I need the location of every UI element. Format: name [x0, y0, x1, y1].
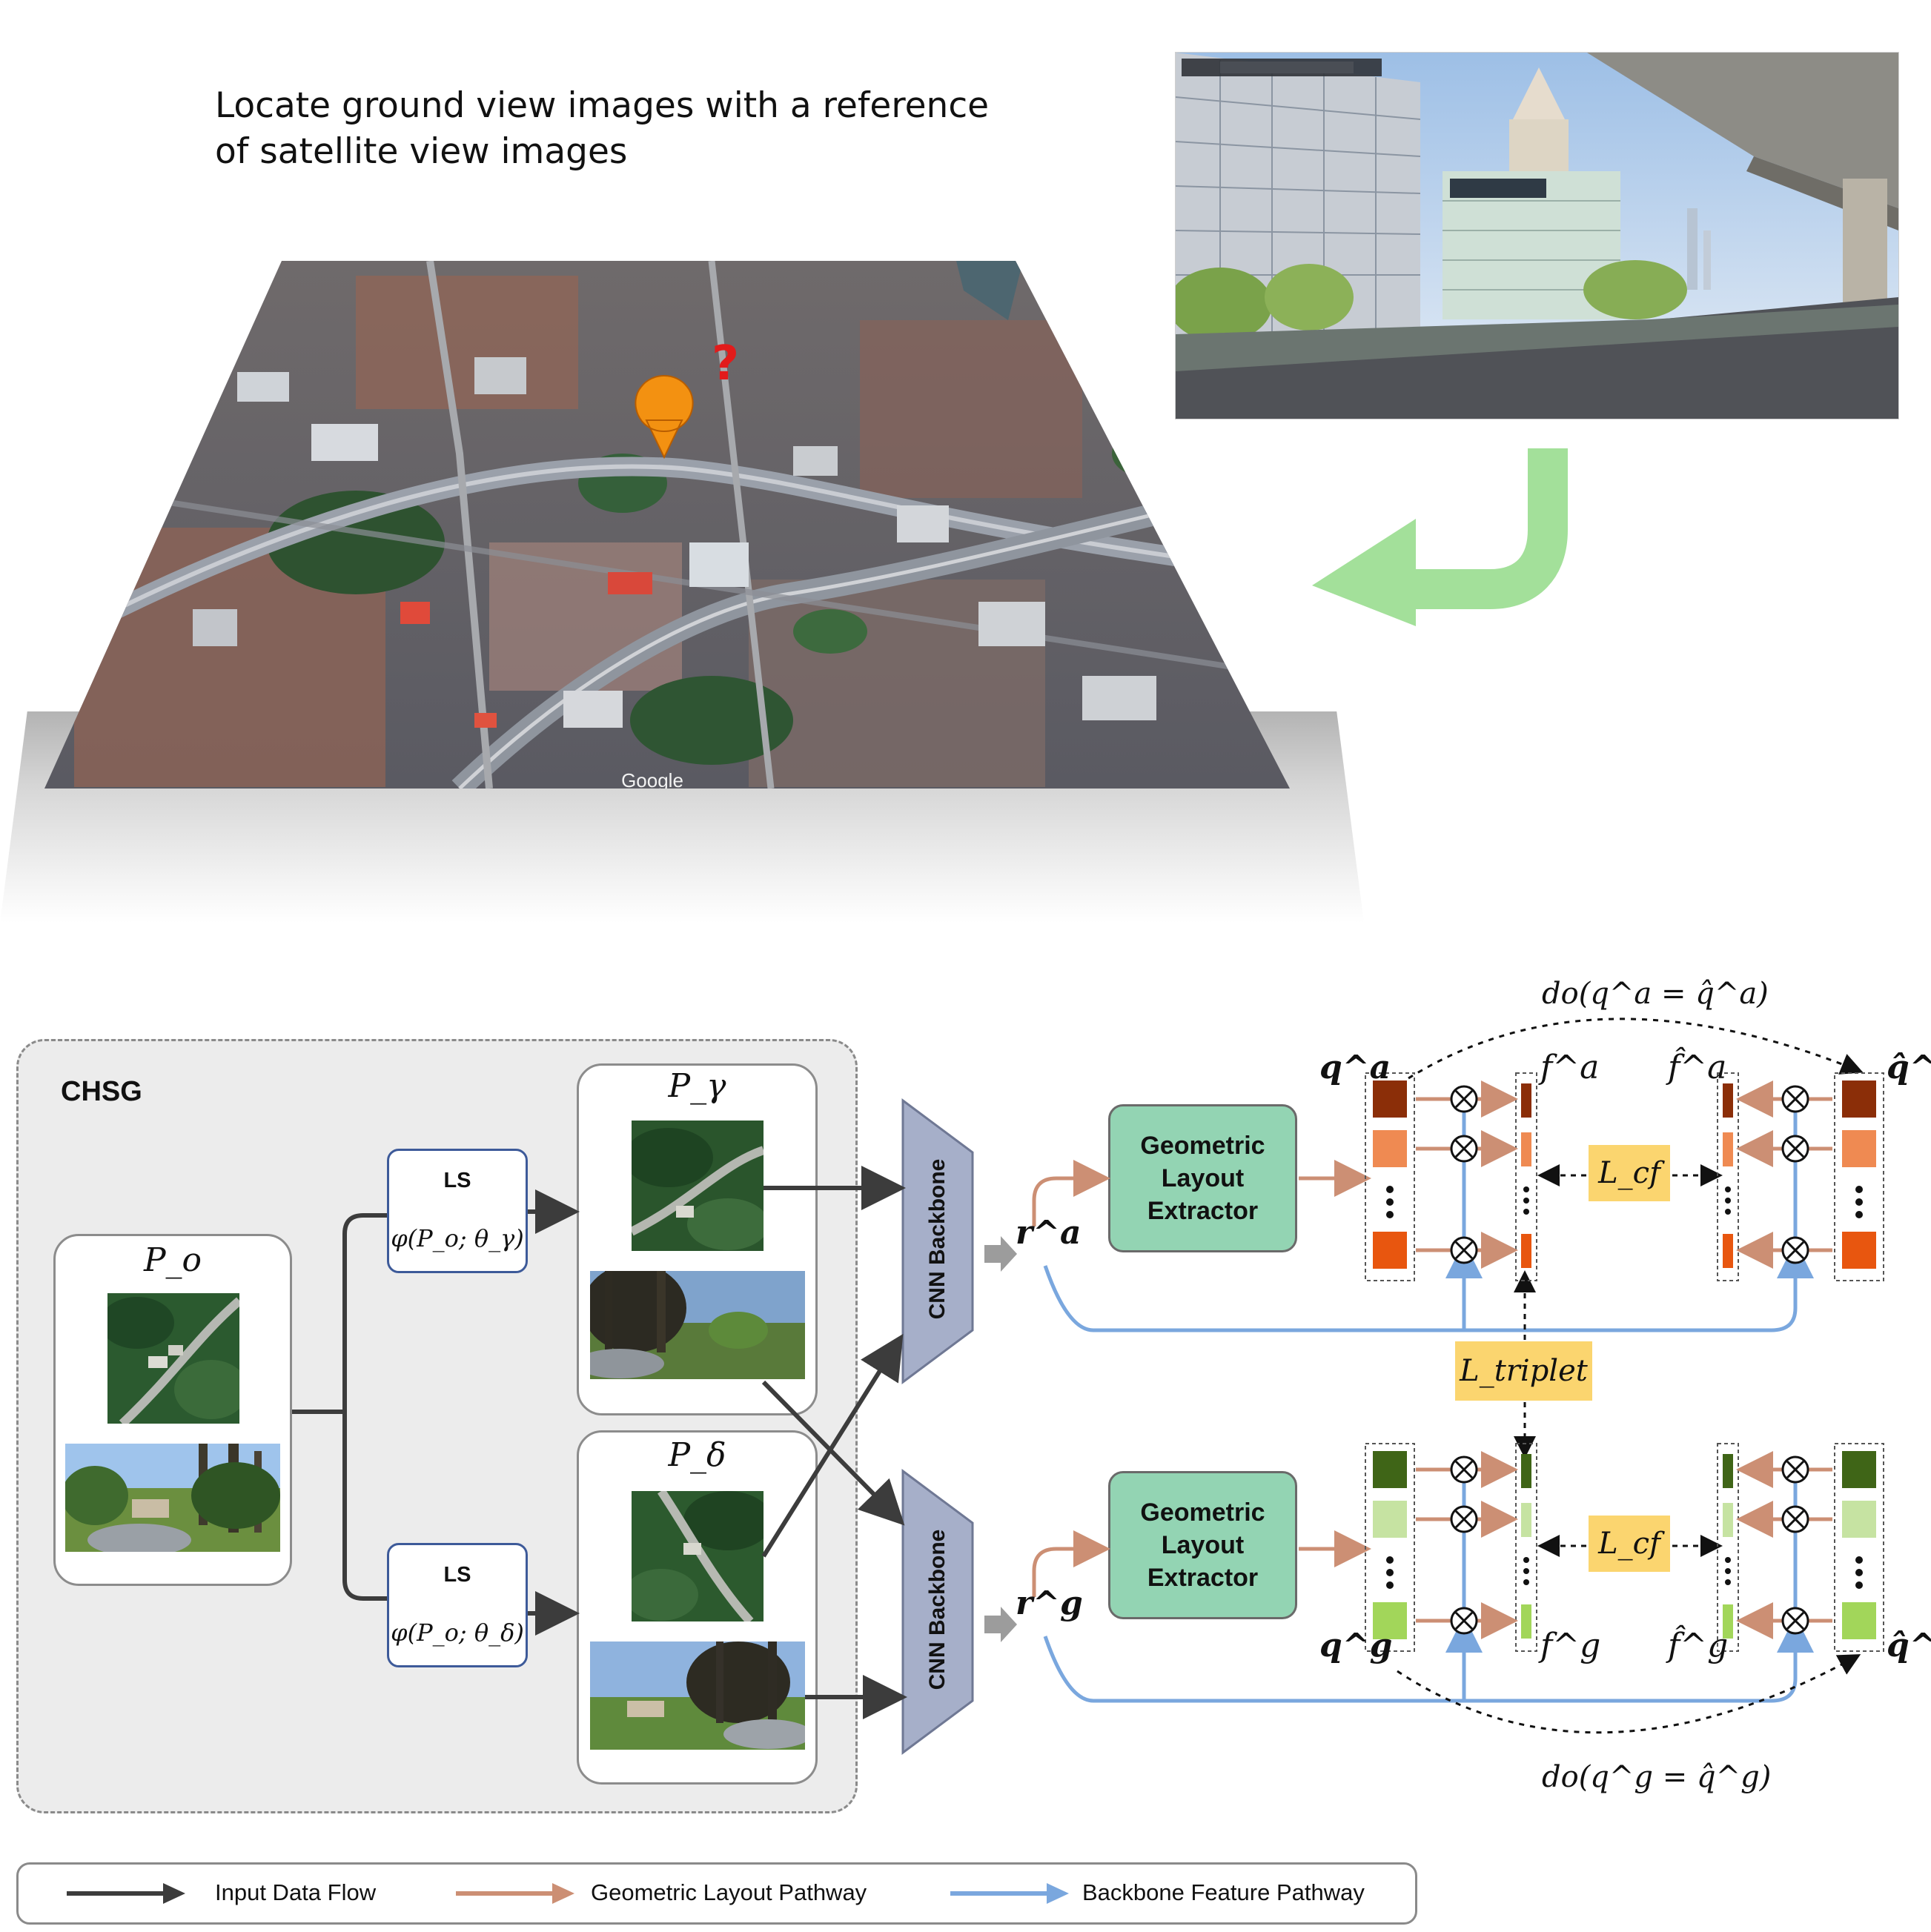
- f-a-label: f^a: [1540, 1049, 1600, 1086]
- source-aerial-thumbnail: [107, 1293, 239, 1424]
- legend-backbone-arrow: [950, 1883, 1069, 1904]
- loss-triplet: L_triplet: [1455, 1341, 1592, 1401]
- legend-input-label: Input Data Flow: [215, 1879, 377, 1905]
- location-pin-icon: [635, 375, 694, 459]
- map-watermark: Google: [621, 769, 683, 789]
- legend-geometric-arrow: [456, 1883, 574, 1904]
- legend: [16, 1862, 1417, 1925]
- question-mark: ?: [712, 336, 739, 391]
- do-top-label: do(q^a = q̂^a): [1542, 977, 1769, 1011]
- satellite-map: ? Google: [44, 261, 1290, 789]
- cnn-backbone-bottom: [901, 1469, 974, 1755]
- legend-backbone-label: Backbone Feature Pathway: [1082, 1879, 1365, 1905]
- fhat-g-label: f̂^g: [1668, 1627, 1729, 1664]
- delta-aerial-thumbnail: [632, 1491, 764, 1621]
- ls-top-title: LS: [443, 1169, 471, 1192]
- loss-cf-bottom: L_cf: [1589, 1516, 1670, 1572]
- ground-feature-columns: [1365, 1443, 1884, 1652]
- legend-input-arrow: [67, 1883, 185, 1904]
- ls-top-formula: φ(P_o; θ_γ): [391, 1224, 524, 1252]
- ls-box-bottom: LS φ(P_o; θ_δ): [387, 1543, 528, 1667]
- q-g-label: q^g: [1319, 1627, 1393, 1664]
- source-ground-thumbnail: [65, 1444, 280, 1552]
- delta-ground-thumbnail: [590, 1641, 805, 1750]
- cnn-backbone-top: [901, 1098, 974, 1384]
- caption: Locate ground view images with a referen…: [215, 85, 990, 172]
- geometric-layout-extractor-bottom: Geometric Layout Extractor: [1108, 1471, 1297, 1619]
- panel-gamma-title: P_γ: [668, 1067, 726, 1105]
- f-g-label: f^g: [1540, 1627, 1601, 1664]
- street-view-photo: [1175, 52, 1899, 419]
- panel-delta-title: P_δ: [668, 1436, 726, 1474]
- big-green-arrow-icon: [1312, 448, 1568, 626]
- qhat-g-label: q̂^g: [1887, 1627, 1931, 1664]
- source-panel-title: P_o: [143, 1241, 202, 1279]
- ls-bottom-formula: φ(P_o; θ_δ): [391, 1619, 524, 1647]
- ls-box-top: LS φ(P_o; θ_γ): [387, 1149, 528, 1273]
- loss-cf-top: L_cf: [1589, 1145, 1670, 1201]
- gamma-ground-thumbnail: [590, 1271, 805, 1379]
- qhat-a-label: q̂^a: [1887, 1049, 1931, 1086]
- aerial-feature-columns: [1365, 1072, 1884, 1281]
- fhat-a-label: f̂^a: [1668, 1049, 1727, 1086]
- r-g-label: r^g: [1016, 1584, 1083, 1622]
- q-a-label: q^a: [1319, 1049, 1391, 1086]
- geometric-layout-extractor-top: Geometric Layout Extractor: [1108, 1104, 1297, 1252]
- legend-geometric-label: Geometric Layout Pathway: [591, 1879, 867, 1905]
- gamma-aerial-thumbnail: [632, 1121, 764, 1251]
- chsg-label: CHSG: [61, 1076, 142, 1107]
- ls-bottom-title: LS: [443, 1563, 471, 1587]
- r-a-label: r^a: [1016, 1214, 1082, 1252]
- do-bottom-label: do(q^g = q̂^g): [1542, 1760, 1772, 1794]
